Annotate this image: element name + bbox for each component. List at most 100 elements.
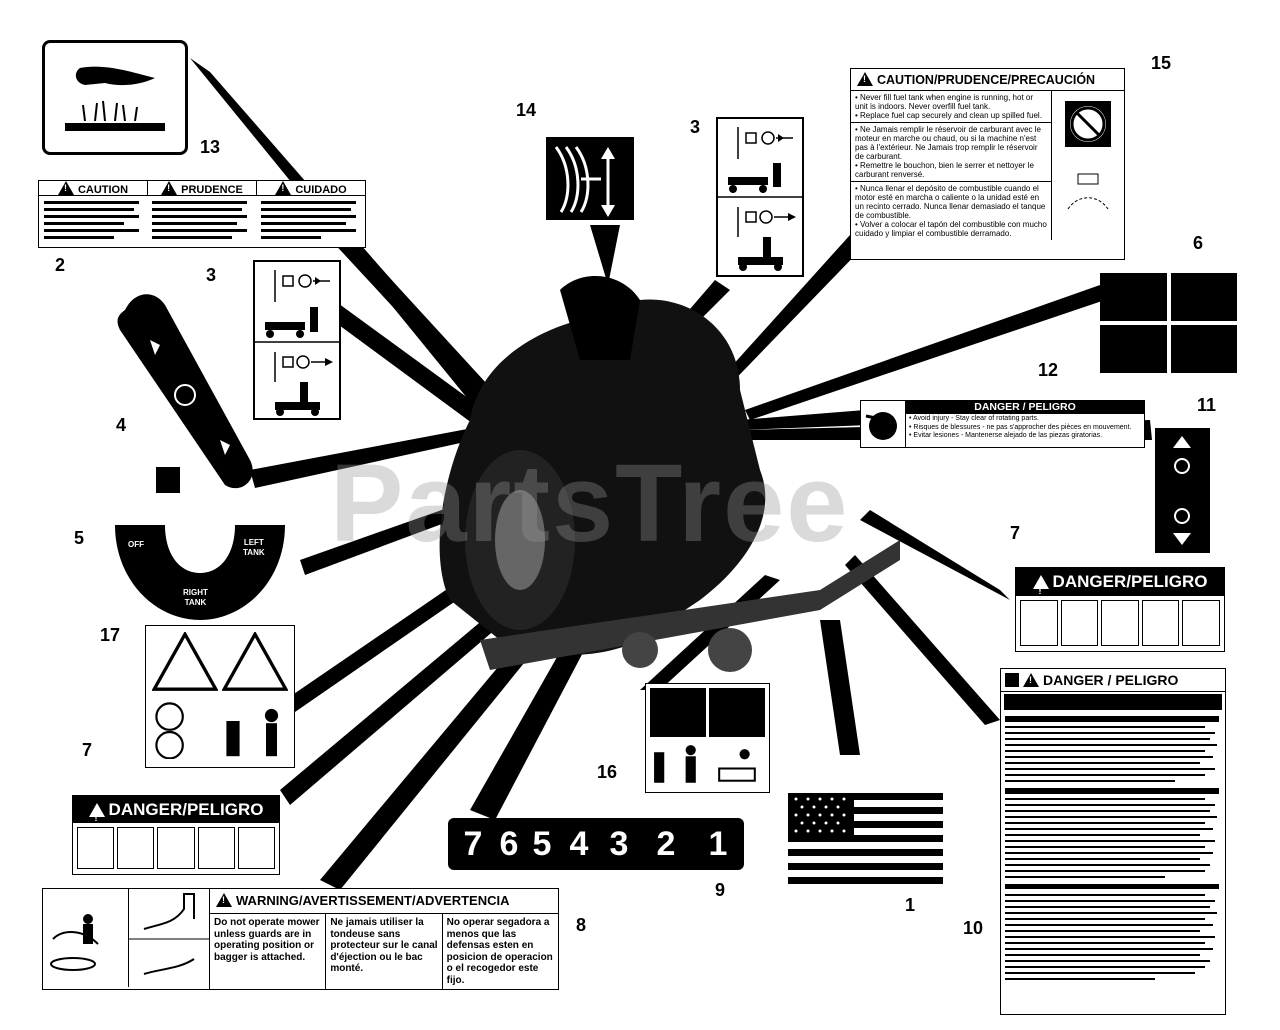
callout-7: 7	[82, 740, 93, 760]
right-word: RIGHT	[183, 588, 208, 597]
no-riders-icon	[1182, 600, 1220, 646]
decal-11-pto-control	[1155, 428, 1210, 553]
lever-pictogram	[255, 270, 339, 416]
decal-8-spanish: No operar segadora a menos que las defen…	[446, 917, 553, 986]
decal-3-control-lever	[716, 117, 804, 277]
leader-7r	[860, 510, 1010, 600]
decal-12-line-2: • Risques de blessures - ne pas s'approc…	[909, 424, 1132, 431]
fine-print-illegible	[44, 201, 356, 239]
pto-arrows-icon	[1173, 436, 1191, 545]
decal-15-french: • Ne Jamais remplir le réservoir de carb…	[851, 123, 1051, 182]
decal-14-height-adjust	[546, 137, 634, 220]
hazard-icon-strip	[1004, 694, 1222, 710]
caution-label: CAUTION	[77, 184, 129, 196]
warning-icon	[857, 72, 873, 86]
callout-15: 15	[1151, 53, 1172, 73]
callout-10: 10	[963, 918, 984, 938]
warning-icon	[1032, 575, 1049, 605]
decal-2-caution: CAUTION PRUDENCE CUIDADO	[38, 180, 366, 248]
leader-1	[820, 620, 860, 755]
bystander-distance-icon	[654, 744, 696, 783]
decal-3-control-lever	[253, 260, 341, 420]
thrown-object-hazard-icon	[222, 632, 288, 691]
decal-8-french: Ne jamais utiliser la tondeuse sans prot…	[326, 914, 443, 989]
rear-wheel-hub	[495, 490, 545, 590]
decal-12-line-1: • Avoid injury - Stay clear of rotating …	[909, 415, 1039, 422]
turn-left-icon	[1100, 325, 1167, 373]
leader-12	[740, 410, 870, 430]
decal-15-title: CAUTION/PRUDENCE/PRECAUCIÓN	[877, 73, 1096, 87]
leader-10	[845, 555, 1000, 725]
seat	[560, 276, 640, 360]
callout-9: 9	[715, 880, 726, 900]
decal-9-speed-scale: 7 6 5 4 3 2 1	[448, 818, 744, 870]
tank-word: TANK	[243, 548, 265, 557]
thrown-objects-icon	[1060, 600, 1099, 646]
callout-17: 17	[100, 625, 121, 645]
blade-hazard-icon	[77, 827, 115, 869]
decal-7r-title: DANGER/PELIGRO	[1052, 572, 1208, 591]
rotating-parts-icon	[865, 412, 897, 440]
callout-14: 14	[516, 100, 537, 120]
thrown-objects-icon	[50, 914, 99, 971]
decal-10-title: DANGER / PELIGRO	[1043, 672, 1179, 688]
callout-16: 16	[597, 762, 618, 782]
rollover-hazard-icon	[650, 688, 706, 737]
decal-7-danger-right: DANGER/PELIGRO	[1015, 567, 1225, 652]
speed-digit: 2	[656, 824, 676, 863]
blade-hazard-icon	[1020, 600, 1058, 646]
callout-8: 8	[576, 915, 587, 935]
warning-icon	[88, 803, 105, 832]
mower-deck	[480, 540, 900, 670]
neutral-n-icon	[156, 467, 180, 493]
decal-6-direction-control	[1100, 273, 1237, 373]
watermark: PartsTree	[330, 442, 850, 565]
leader-4	[250, 420, 520, 488]
hazard-pictograms	[73, 823, 279, 873]
decal-1-flag	[788, 793, 943, 888]
decal-4-throttle-strip	[117, 294, 253, 489]
hazard-pictograms	[1016, 596, 1224, 650]
decal-8-discharge-warning: WARNING/AVERTISSEMENT/ADVERTENCIA Do not…	[42, 888, 559, 990]
no-mower-slope-icon	[155, 701, 184, 759]
guard-position-icon	[128, 889, 209, 987]
decal-12-line-3: • Evitar lesiones - Mantenerse alejado d…	[909, 432, 1103, 439]
remove-key-icon	[718, 748, 756, 782]
front-caster	[622, 632, 658, 668]
fuel-off-label: OFF	[128, 540, 144, 549]
callout-1: 1	[905, 895, 916, 915]
leader-6	[745, 285, 1105, 420]
neutral-forward-icon	[1170, 273, 1237, 321]
remove-key-icon	[1141, 600, 1180, 646]
cuidado-label: CUIDADO	[295, 184, 347, 196]
fuel-level-icon	[1067, 173, 1109, 210]
decal-13-hot-surface	[42, 40, 188, 155]
bystander-icon	[157, 827, 195, 869]
warning-icon	[275, 181, 292, 195]
arrow-down-icon	[220, 440, 230, 455]
lever-pictogram	[718, 127, 802, 271]
bystander-icon	[1101, 600, 1139, 646]
neutral-reverse-icon	[1100, 273, 1167, 321]
bystander-distance-icon	[226, 708, 279, 756]
callout-3: 3	[206, 265, 217, 285]
decal-8-english: Do not operate mower unless guards are i…	[210, 914, 327, 989]
fine-print-illegible	[1005, 716, 1219, 980]
decal-5-fuel-selector	[115, 525, 285, 620]
callout-4: 4	[116, 415, 127, 435]
callout-5: 5	[74, 528, 85, 548]
decal-7l-title: DANGER/PELIGRO	[108, 800, 264, 819]
leader-14	[590, 225, 620, 285]
speed-digit: 4	[569, 824, 589, 863]
callout-7: 7	[1010, 523, 1021, 543]
decal-15-spanish: • Nunca llenar el depósito de combustibl…	[855, 184, 1047, 238]
speed-digit: 3	[609, 824, 629, 863]
tank-word: TANK	[184, 598, 207, 607]
speed-digit: 7	[463, 824, 483, 863]
decal-12-title: DANGER / PELIGRO	[974, 401, 1076, 413]
leader-15	[712, 235, 865, 395]
decal-7-danger-left: DANGER/PELIGRO	[72, 795, 280, 875]
